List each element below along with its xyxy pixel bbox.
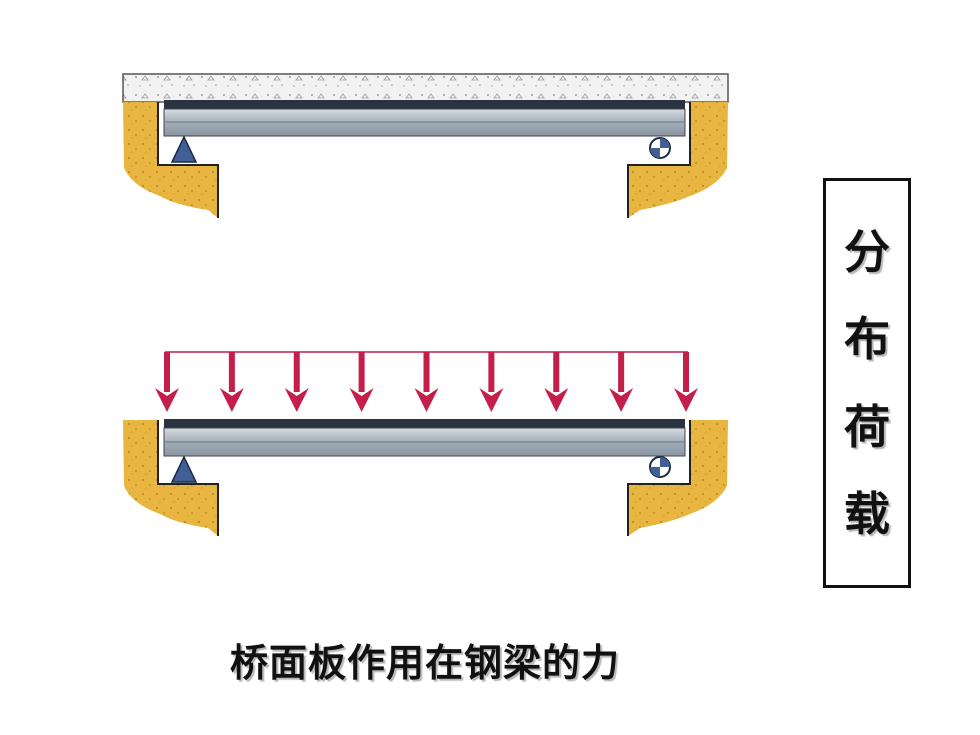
concrete-deck <box>122 73 729 103</box>
load-arrow-icon <box>609 352 634 412</box>
right-abutment <box>628 420 728 536</box>
roller-support-icon <box>649 456 671 478</box>
side-label-box: 分 布 荷 载 <box>823 178 911 588</box>
load-arrow-icon <box>155 352 179 412</box>
left-abutment <box>123 102 218 218</box>
side-label-char-3: 荷 <box>844 399 890 454</box>
load-arrow-icon <box>544 352 569 412</box>
bottom-diagram <box>123 351 728 536</box>
load-arrow-icon <box>674 352 698 412</box>
side-label-char-2: 布 <box>844 312 890 367</box>
load-arrow-icon <box>479 352 504 412</box>
load-arrow-icon <box>219 352 244 412</box>
steel-beam <box>163 419 686 457</box>
load-arrow-icon <box>284 352 309 412</box>
side-label-char-1: 分 <box>844 224 890 279</box>
pin-support-icon <box>170 135 198 163</box>
right-abutment <box>628 102 728 218</box>
steel-beam <box>163 100 686 137</box>
diagram-caption: 桥面板作用在钢梁的力 <box>229 641 620 685</box>
load-arrow-icon <box>414 352 439 412</box>
roller-support-icon <box>649 137 671 159</box>
top-diagram <box>122 73 729 218</box>
pin-support-icon <box>170 455 198 483</box>
load-arrow-icon <box>349 352 374 412</box>
left-abutment <box>123 420 218 536</box>
side-label-char-4: 载 <box>844 487 890 542</box>
distributed-load-arrows <box>155 352 698 412</box>
